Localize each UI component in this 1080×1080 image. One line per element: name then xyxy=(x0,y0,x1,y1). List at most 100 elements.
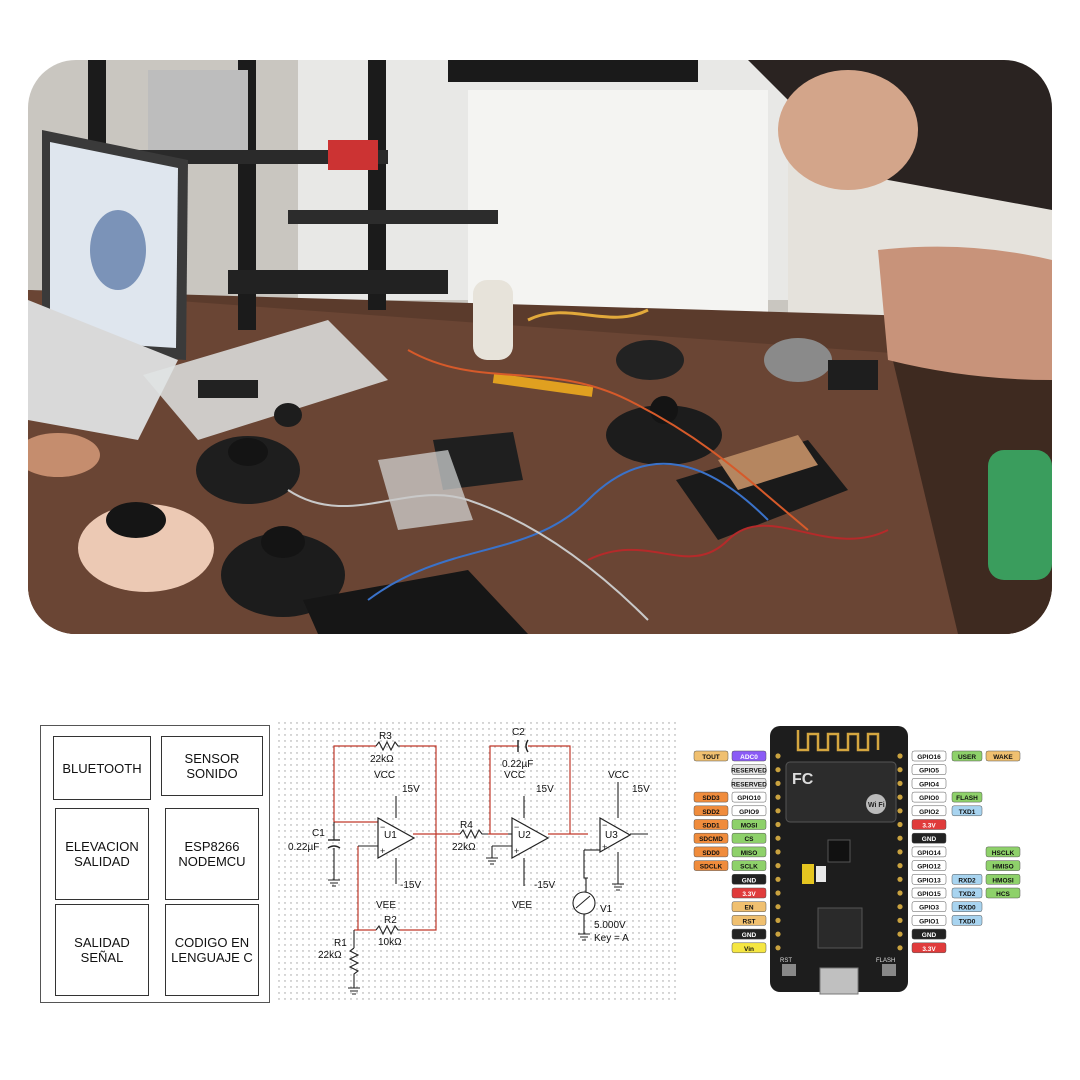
left-pin-label-11-text: EN xyxy=(744,905,753,912)
right-pin-f1-4-text: TXD1 xyxy=(959,809,976,816)
right-pin-f2-10-text: HCS xyxy=(996,891,1010,898)
right-pin-label-7: GPIO14 xyxy=(911,846,947,858)
right-pin-f2-10: HCS xyxy=(985,887,1021,899)
right-pin-label-11: GPIO3 xyxy=(911,901,947,912)
right-pin-pad-2 xyxy=(897,780,903,786)
rst-label: RST xyxy=(780,958,792,964)
right-pin-f2-7-text: HSCLK xyxy=(992,850,1015,857)
workbench-photo-illustration xyxy=(28,60,1052,634)
r3-label: R3 xyxy=(379,731,392,742)
vcc-2: VCC xyxy=(504,770,525,781)
left-pin-label-7-text: MISO xyxy=(741,850,758,857)
left-pin-pad-3 xyxy=(775,794,781,800)
block-salidad-senal: SALIDAD SEÑAL xyxy=(55,904,149,996)
schematic-canvas: −+ −+ −+ R3 22kΩ C2 0.22µF VCC 15V VCC 1… xyxy=(278,722,678,1002)
r4-label: R4 xyxy=(460,820,473,831)
v1-value: 5.000V xyxy=(594,920,626,931)
right-pin-label-9: GPIO13 xyxy=(911,874,947,885)
right-pin-label-0-text: GPIO16 xyxy=(917,754,941,761)
c1-value: 0.22µF xyxy=(288,842,319,853)
left-pin-label-3-text: GPIO10 xyxy=(737,795,761,802)
left-pin-label-14: Vin xyxy=(731,942,767,954)
right-pin-pad-7 xyxy=(897,849,903,855)
right-pin-label-12: GPIO1 xyxy=(911,915,947,926)
right-pin-label-13-text: GND xyxy=(922,932,937,939)
right-pin-f1-12-text: TXD0 xyxy=(959,918,976,925)
left-pin-label-9: GND xyxy=(731,874,767,885)
left-pin-label-12-text: RST xyxy=(743,918,756,925)
r2-value: 10kΩ xyxy=(378,937,402,948)
right-pin-label-0: GPIO16 xyxy=(911,750,947,762)
rst-button xyxy=(782,964,796,976)
left-pin-func-5: SDD1 xyxy=(693,819,729,830)
right-pin-label-10-text: GPIO15 xyxy=(917,891,941,898)
left-pin-pad-12 xyxy=(775,917,781,923)
right-pin-pad-10 xyxy=(897,890,903,896)
left-pin-label-3: GPIO10 xyxy=(731,791,767,803)
r1-value: 22kΩ xyxy=(318,950,342,961)
left-pin-func-6: SDCMD xyxy=(693,832,729,844)
left-pin-label-4-text: GPIO9 xyxy=(739,809,759,816)
right-pin-f1-9-text: RXD2 xyxy=(958,877,976,884)
flash-label: FLASH xyxy=(876,958,895,964)
left-pin-label-2: RESERVED xyxy=(731,778,767,789)
block-diagram: BLUETOOTH SENSOR SONIDO ELEVACION SALIDA… xyxy=(40,725,270,1003)
left-pin-func-7-text: SDD0 xyxy=(702,850,720,857)
svg-text:FC: FC xyxy=(792,771,814,788)
r2-label: R2 xyxy=(384,915,397,926)
right-pin-label-13: GND xyxy=(911,928,947,940)
block-codigo-lenguaje-c: CODIGO EN LENGUAJE C xyxy=(165,904,259,996)
right-pin-label-3: GPIO0 xyxy=(911,791,947,803)
vcc-3: VCC xyxy=(608,770,629,781)
left-pin-func-3-text: SDD3 xyxy=(702,795,720,802)
c1-label: C1 xyxy=(312,828,325,839)
right-pin-pad-14 xyxy=(897,945,903,951)
left-pin-pad-0 xyxy=(775,753,781,759)
neg15-2: -15V xyxy=(534,880,555,891)
right-pin-f2-7: HSCLK xyxy=(985,846,1021,858)
v1-label: V1 xyxy=(600,904,613,915)
right-pin-f1-3: FLASH xyxy=(951,791,983,803)
right-pin-label-4: GPIO2 xyxy=(911,805,947,817)
left-pin-pad-10 xyxy=(775,890,781,896)
block-sensor-sonido: SENSOR SONIDO xyxy=(161,736,263,796)
right-pin-label-3-text: GPIO0 xyxy=(919,795,939,802)
left-pin-label-11: EN xyxy=(731,901,767,912)
left-pin-label-1: RESERVED xyxy=(731,764,767,775)
r3-value: 22kΩ xyxy=(370,754,394,765)
right-pin-f1-10: TXD2 xyxy=(951,887,983,899)
r4-value: 22kΩ xyxy=(452,842,476,853)
right-pin-f2-9: HMOSI xyxy=(985,874,1021,885)
c2-value: 0.22µF xyxy=(502,759,533,770)
v1-key: Key = A xyxy=(594,933,629,944)
left-pin-label-0-text: ADC0 xyxy=(740,754,758,761)
right-pin-f1-4: TXD1 xyxy=(951,805,983,817)
left-pin-label-7: MISO xyxy=(731,846,767,858)
left-pin-func-8: SDCLK xyxy=(693,860,729,871)
vee-2: VEE xyxy=(512,900,532,911)
right-pin-f2-0-text: WAKE xyxy=(993,754,1013,761)
u2-label: U2 xyxy=(518,830,531,841)
left-pin-label-5-text: MOSI xyxy=(741,823,758,830)
right-pin-label-6-text: GND xyxy=(922,836,937,843)
right-pin-pad-12 xyxy=(897,917,903,923)
left-pin-pad-8 xyxy=(775,863,781,869)
right-pin-f1-12: TXD0 xyxy=(951,915,983,926)
pos15-3: 15V xyxy=(632,784,650,795)
right-pin-pad-8 xyxy=(897,863,903,869)
left-pin-label-0: ADC0 xyxy=(731,750,767,762)
right-pin-pad-5 xyxy=(897,821,903,828)
c2-label: C2 xyxy=(512,727,525,738)
antenna-trace xyxy=(796,730,880,752)
left-pin-pad-7 xyxy=(775,849,781,855)
left-pin-pad-4 xyxy=(775,808,781,814)
left-pin-label-10-text: 3.3V xyxy=(742,891,756,898)
right-pin-f2-0: WAKE xyxy=(985,750,1021,762)
left-pin-func-0-text: TOUT xyxy=(702,754,720,761)
left-pin-label-6-text: CS xyxy=(744,836,754,843)
right-pin-f1-0: USER xyxy=(951,750,983,762)
svg-text:−: − xyxy=(602,820,607,830)
u3-label: U3 xyxy=(605,830,618,841)
u1-label: U1 xyxy=(384,830,397,841)
